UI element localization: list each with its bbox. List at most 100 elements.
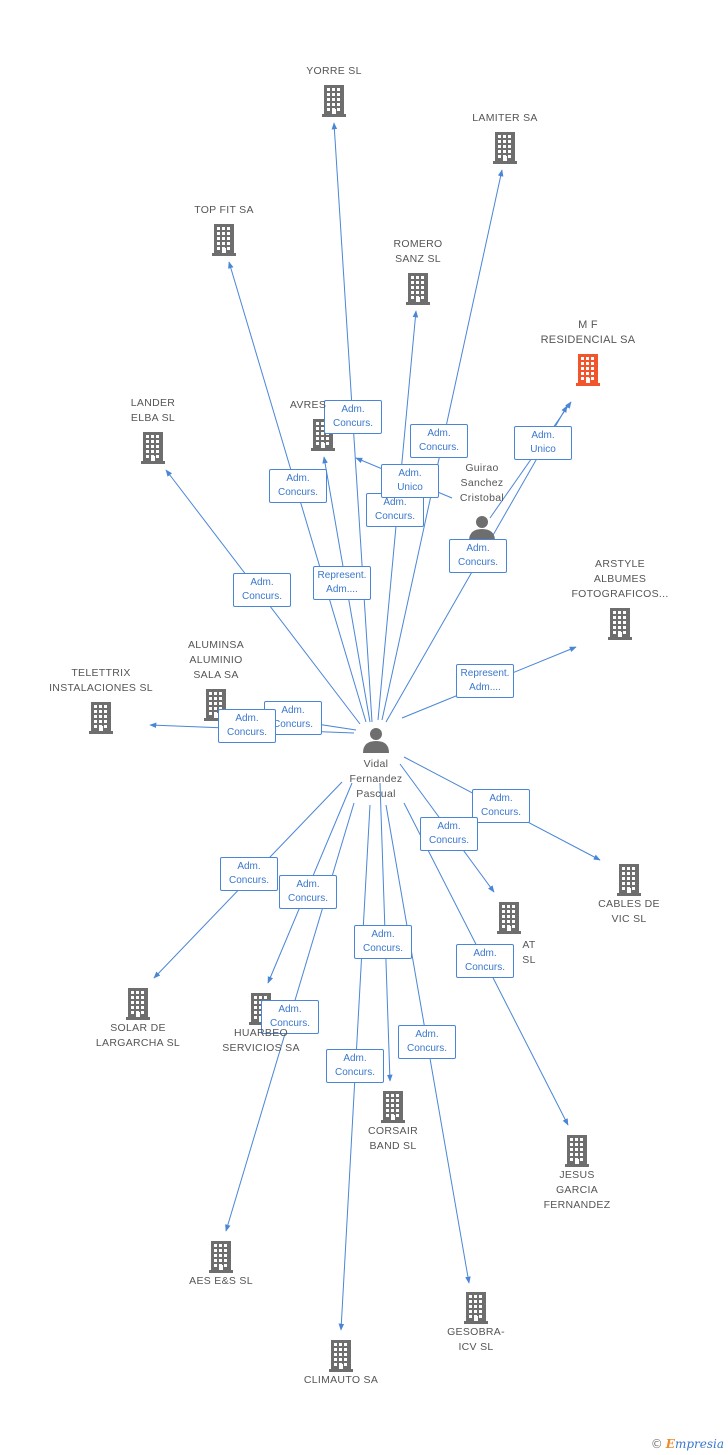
edge-label-corsair[interactable]: Adm.Concurs. — [354, 925, 412, 959]
node-label-line: Guirao — [465, 462, 499, 474]
node-label-line: ICV SL — [458, 1341, 494, 1353]
node-label-line: RESIDENCIAL SA — [540, 334, 636, 346]
node-label-line: GARCIA — [555, 1184, 599, 1196]
edge-label-text: Concurs. — [374, 511, 415, 522]
node-label-line: Vidal — [363, 758, 389, 770]
brand-footer[interactable]: ©Empresia — [651, 1437, 724, 1451]
edge-label-huarbeo[interactable]: Adm.Concurs. — [279, 875, 337, 909]
edge-label-romero[interactable]: Adm. Concurs. — [366, 493, 424, 527]
node-label-romero[interactable]: ROMERO SANZ SL — [358, 237, 478, 267]
edge-label-mf[interactable]: Adm. Concurs. — [449, 539, 507, 573]
edge-label-text: Adm. — [343, 1053, 367, 1064]
node-label-aes[interactable]: AES E&S SL — [161, 1274, 281, 1289]
node-label-line: SOLAR DE — [110, 1022, 166, 1034]
brand-name: mpresia — [674, 1437, 724, 1451]
edge-label-gesobra[interactable]: Adm.Concurs. — [398, 1025, 456, 1059]
edge-guirao-mf — [489, 401, 572, 519]
edge-label-text: Concurs. — [226, 727, 267, 738]
edge-label-lamiter[interactable]: Adm.Concurs. — [410, 424, 468, 458]
node-label-line: Fernandez — [349, 773, 403, 785]
edge-label-mf[interactable]: Adm.Unico — [514, 426, 572, 460]
node-label-climauto[interactable]: CLIMAUTO SA — [281, 1373, 401, 1388]
edge-label-text: Concurs. — [269, 1018, 310, 1029]
node-label-line: VIC SL — [611, 913, 647, 925]
node-label-line: HUARBEO — [233, 1027, 289, 1039]
building-icon[interactable] — [565, 1135, 589, 1167]
node-label-yorre[interactable]: YORRE SL — [274, 64, 394, 79]
node-label-line: M F — [578, 319, 598, 331]
node-label-line: Cristobal — [459, 492, 505, 504]
brand-initial: E — [665, 1437, 675, 1451]
edge-label-text: Adm. — [250, 577, 274, 588]
edge-label-topfit[interactable]: Adm. Concurs. — [269, 469, 327, 503]
edge-label-text: Adm. — [286, 473, 310, 484]
edge-label-text: Adm. — [466, 543, 490, 554]
building-icon[interactable] — [322, 85, 346, 117]
node-label-line: ALBUMES — [593, 573, 647, 585]
node-label-topfit[interactable]: TOP FIT SA — [164, 203, 284, 218]
building-icon[interactable] — [329, 1340, 353, 1372]
edge-label-avres[interactable]: Adm.Unico — [381, 464, 439, 498]
edge-label-text: Concurs. — [457, 557, 498, 568]
edge-label-yorre[interactable]: Adm.Concurs. — [324, 400, 382, 434]
person-icon[interactable] — [469, 516, 495, 541]
building-icon[interactable] — [89, 702, 113, 734]
edge-label-text: Adm. — [237, 861, 261, 872]
edge-label-at[interactable]: Adm.Concurs. — [420, 817, 478, 851]
edge-label-text: Concurs. — [277, 487, 318, 498]
building-icon[interactable] — [209, 1241, 233, 1273]
node-label-mf[interactable]: M F RESIDENCIAL SA — [528, 318, 648, 348]
building-icon[interactable] — [381, 1091, 405, 1123]
building-icon[interactable] — [126, 988, 150, 1020]
edge-label-telettrix[interactable]: Adm.Concurs. — [218, 709, 276, 743]
node-label-line: SANZ SL — [395, 253, 441, 265]
node-label-line: TOP FIT SA — [194, 204, 254, 216]
node-label-line: ELBA SL — [130, 412, 176, 424]
edge-label-text: Concurs. — [287, 893, 328, 904]
node-label-line: CORSAIR — [368, 1125, 418, 1137]
edge-label-text: Adm. — [437, 821, 461, 832]
edge-label-arstyle[interactable]: Represent.Adm.... — [456, 664, 514, 698]
edge-label-aes[interactable]: Adm. Concurs. — [261, 1000, 319, 1034]
building-icon[interactable] — [464, 1292, 488, 1324]
edge-label-solar[interactable]: Adm.Concurs. — [220, 857, 278, 891]
edge-label-text: Adm.... — [469, 682, 501, 693]
edge-label-avres[interactable]: Represent.Adm.... — [313, 566, 371, 600]
node-label-line: ROMERO — [393, 238, 443, 250]
building-icon[interactable] — [141, 432, 165, 464]
node-label-line: SALA SA — [193, 669, 239, 681]
node-label-line: Pascual — [356, 788, 396, 800]
edge-label-cables[interactable]: Adm.Concurs. — [472, 789, 530, 823]
person-icon[interactable] — [363, 728, 389, 753]
building-icon[interactable] — [212, 224, 236, 256]
edge-label-jesus[interactable]: Adm.Concurs. — [456, 944, 514, 978]
building-icon-highlight[interactable] — [576, 354, 600, 386]
building-icon[interactable] — [406, 273, 430, 305]
building-icon[interactable] — [617, 864, 641, 896]
building-icon[interactable] — [497, 902, 521, 934]
edge-label-text: Adm. — [341, 404, 365, 415]
edge-label-text: Adm. — [278, 1004, 302, 1015]
node-label-line: AVRES — [289, 399, 327, 411]
building-icon[interactable] — [493, 132, 517, 164]
edge-label-text: Adm. — [383, 497, 407, 508]
node-label-avres[interactable]: AVRES — [248, 398, 368, 413]
node-label-lamiter[interactable]: LAMITER SA — [445, 111, 565, 126]
edge-label-climauto[interactable]: Adm.Concurs. — [326, 1049, 384, 1083]
edge-label-lander[interactable]: Adm.Concurs. — [233, 573, 291, 607]
building-icon[interactable] — [608, 608, 632, 640]
edge-label-text: Adm. — [427, 428, 451, 439]
node-label-gesobra[interactable]: GESOBRA-ICV SL — [416, 1325, 536, 1355]
